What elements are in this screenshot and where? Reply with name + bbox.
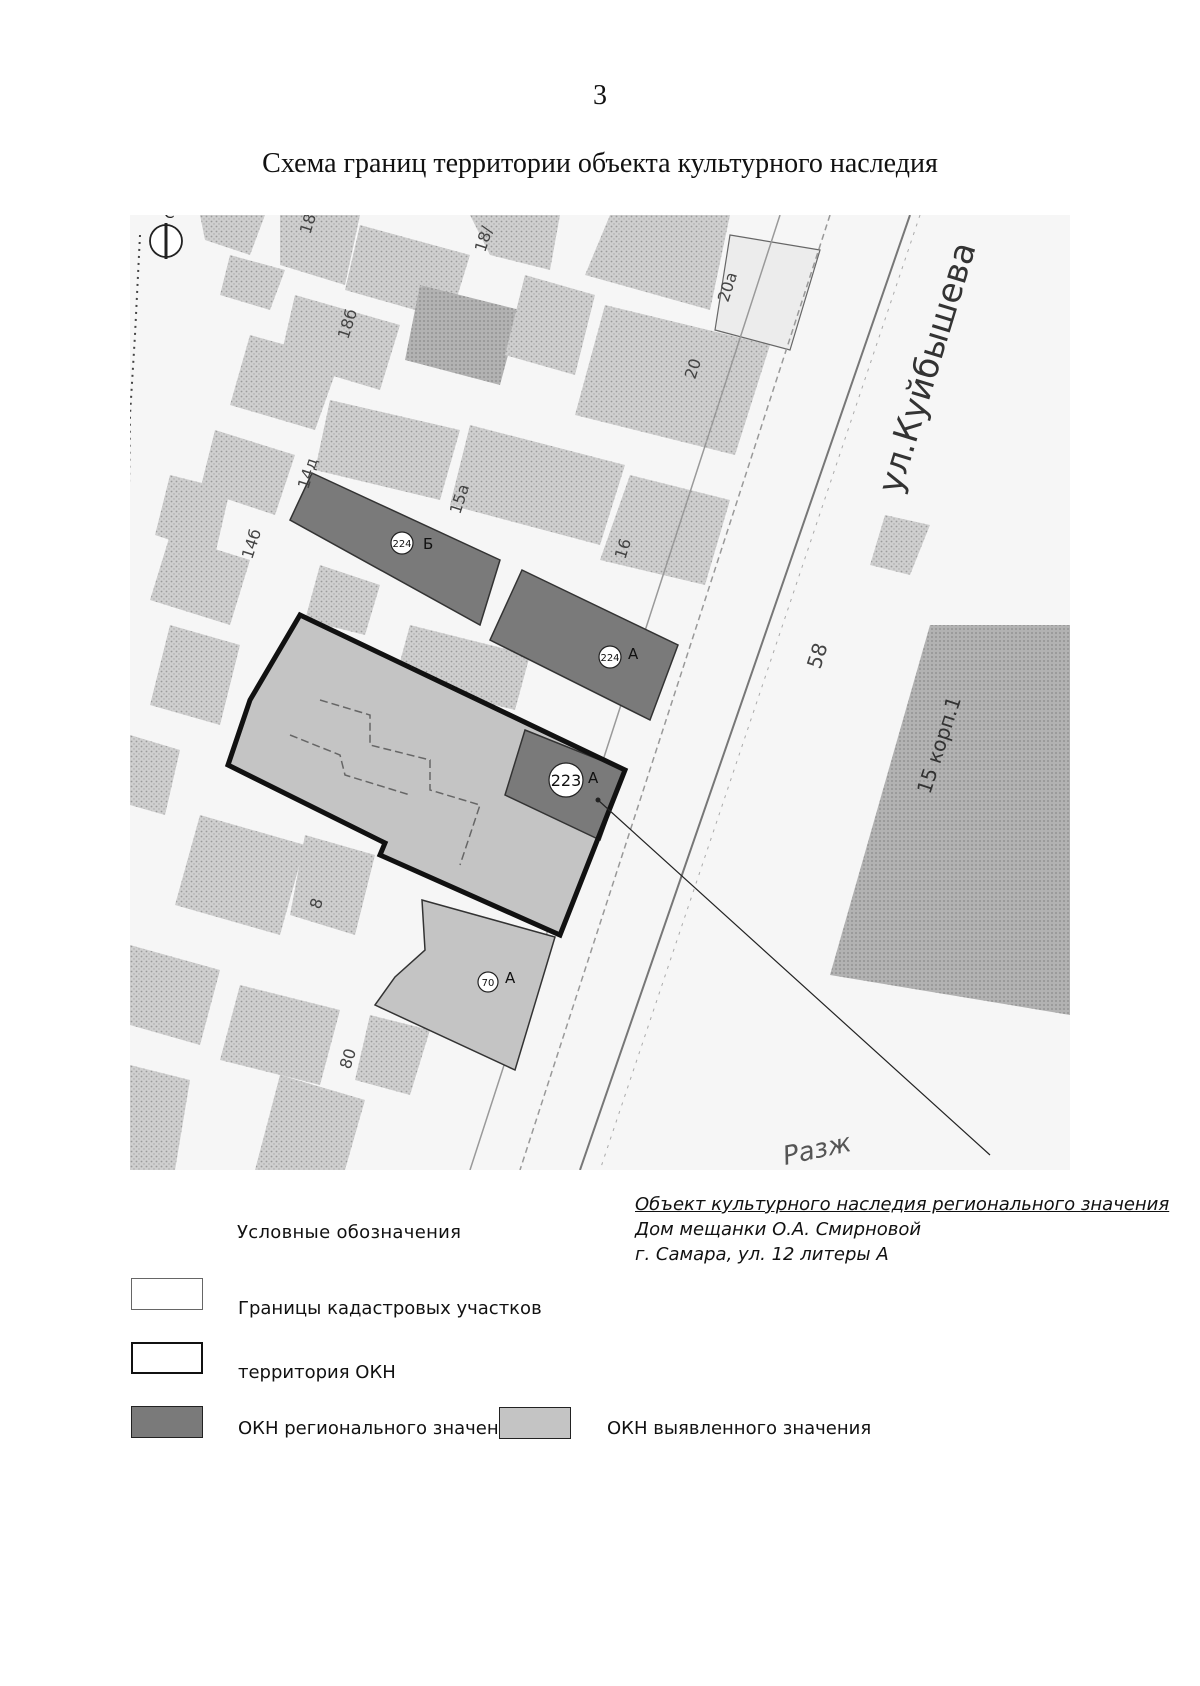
okn-identified-territory-fill <box>228 615 625 935</box>
background-building <box>230 335 340 430</box>
background-building <box>220 255 285 310</box>
background-building <box>155 475 230 555</box>
okn-regional-224a <box>489 568 679 722</box>
background-building <box>395 625 530 710</box>
background-building <box>200 215 265 255</box>
north-label: С <box>164 215 174 222</box>
object-caption: Объект культурного наследия региональног… <box>635 1192 1169 1267</box>
marker-number: 70 <box>482 978 495 989</box>
background-building <box>870 515 930 575</box>
background-building <box>450 425 625 545</box>
leader-anchor <box>595 797 601 803</box>
legend-swatch-identified <box>499 1407 571 1439</box>
north-arrow-icon <box>149 223 183 259</box>
marker-number: 223 <box>551 771 582 790</box>
background-building <box>290 835 375 935</box>
background-building <box>305 565 380 635</box>
background-building <box>130 945 220 1045</box>
marker-70a: 70 А <box>477 969 516 993</box>
legend-label-cadastral: Границы кадастровых участков <box>238 1298 542 1319</box>
marker-letter: Б <box>423 535 433 553</box>
caption-title: Объект культурного наследия региональног… <box>635 1194 1170 1215</box>
legend-label-regional: ОКН регионального значения <box>238 1418 522 1439</box>
plot-number: 18 <box>296 215 320 236</box>
cadastral-boundary-line <box>130 234 141 488</box>
background-building <box>405 285 520 385</box>
map-canvas: С ул.Куйбышева Разж 18 18/ 20a 18б 20 14… <box>130 215 1070 1170</box>
inner-dashed-line <box>289 734 411 796</box>
marker-223a: 223 А <box>548 762 599 798</box>
okn-identified-70a <box>373 898 556 1072</box>
legend-swatch-okn-territory <box>131 1342 203 1374</box>
marker-number: 224 <box>392 539 411 550</box>
legend-label-okn-territory: территория ОКН <box>238 1362 396 1383</box>
background-building <box>585 215 730 310</box>
background-building <box>150 535 250 625</box>
caption-line: Дом мещанки О.А. Смирновой <box>635 1219 922 1240</box>
leader-line <box>597 799 991 1156</box>
background-building <box>505 275 595 375</box>
legend-swatch-cadastral <box>131 1278 203 1310</box>
background-building <box>355 1015 430 1095</box>
legend-title: Условные обозначения <box>237 1222 462 1243</box>
page-number: 3 <box>593 80 607 111</box>
cadastral-map: С ул.Куйбышева Разж 18 18/ 20a 18б 20 14… <box>130 215 1070 1170</box>
caption-line: г. Самара, ул. 12 литеры А <box>635 1244 889 1265</box>
legend-swatch-regional <box>131 1406 203 1438</box>
marker-number: 224 <box>600 653 619 664</box>
okn-territory-boundary <box>224 611 629 939</box>
background-building <box>280 215 360 285</box>
marker-letter: А <box>628 645 639 663</box>
background-building <box>315 400 460 500</box>
background-building <box>714 234 821 351</box>
inner-dashed-line <box>319 699 481 866</box>
background-building <box>150 625 240 725</box>
background-building <box>130 735 180 815</box>
background-building <box>470 215 560 270</box>
background-building <box>575 305 770 455</box>
marker-224b: 224 Б <box>390 531 433 555</box>
legend-label-identified: ОКН выявленного значения <box>607 1418 872 1439</box>
marker-letter: А <box>588 769 599 787</box>
background-building <box>600 475 730 585</box>
background-building <box>130 1065 190 1170</box>
background-building <box>175 815 305 935</box>
marker-224a: 224 А <box>598 645 639 669</box>
stadium-building <box>830 625 1070 1015</box>
background-building <box>255 1075 365 1170</box>
background-buildings <box>130 215 1070 1170</box>
object-markers: 224 Б 224 А 223 А 70 А <box>390 531 639 993</box>
marker-letter: А <box>505 969 516 987</box>
page-title: Схема границ территории объекта культурн… <box>262 148 938 179</box>
background-building <box>220 985 340 1085</box>
